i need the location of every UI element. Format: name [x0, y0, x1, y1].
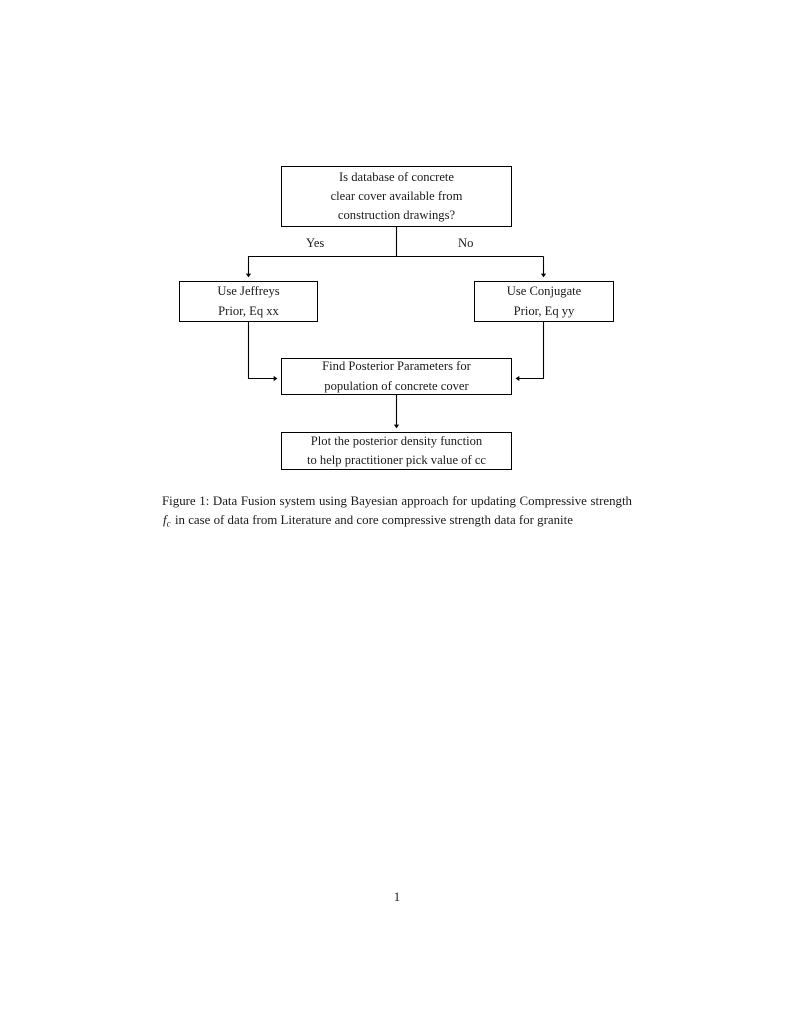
page-number: 1	[393, 890, 401, 904]
flow-node-posterior-line-1: Find Posterior Parameters for	[322, 359, 471, 374]
edge-label-no: No	[458, 236, 474, 250]
flow-node-conjugate-line-1: Use Conjugate	[506, 284, 582, 299]
figure-caption: Figure 1: Data Fusion system using Bayes…	[162, 492, 632, 533]
flow-node-plot-density[interactable]: Plot the posterior density function to h…	[281, 432, 512, 470]
caption-math-symbol: fc	[162, 513, 172, 530]
caption-text-before-math: Data Fusion system using Bayesian approa…	[209, 494, 632, 508]
flow-node-jeffreys-line-1: Use Jeffreys	[217, 284, 280, 299]
edge-jeffreys-to-posterior	[247, 322, 278, 382]
flow-node-jeffreys-line-2: Prior, Eq xx	[218, 303, 279, 318]
flow-node-plot-line-1: Plot the posterior density function	[310, 433, 483, 448]
caption-math-base: f	[163, 513, 167, 528]
flow-node-question[interactable]: Is database of concrete clear cover avai…	[281, 166, 512, 227]
flow-node-question-line-1: Is database of concrete	[338, 169, 455, 184]
edge-conjugate-to-posterior	[515, 322, 545, 382]
flow-node-conjugate-line-2: Prior, Eq yy	[513, 303, 575, 318]
flowchart-connectors	[245, 227, 547, 429]
caption-math-subscript: c	[166, 519, 171, 530]
flow-node-find-posterior[interactable]: Find Posterior Parameters for population…	[281, 358, 512, 395]
caption-label: Figure 1:	[162, 494, 210, 508]
flow-node-question-line-3: construction drawings?	[337, 208, 456, 223]
figure-flowchart: Is database of concrete clear cover avai…	[0, 0, 794, 500]
flow-node-plot-line-2: to help practitioner pick value of cc	[306, 453, 487, 467]
edge-label-yes: Yes	[306, 236, 325, 250]
flow-node-posterior-line-2: population of concrete cover	[324, 378, 469, 393]
flow-node-question-line-2: clear cover available from	[330, 188, 463, 203]
flow-node-conjugate-prior[interactable]: Use Conjugate Prior, Eq yy	[474, 281, 614, 322]
flow-node-jeffreys-prior[interactable]: Use Jeffreys Prior, Eq xx	[179, 281, 318, 322]
caption-text-after-math: in case of data from Literature and core…	[171, 513, 573, 528]
